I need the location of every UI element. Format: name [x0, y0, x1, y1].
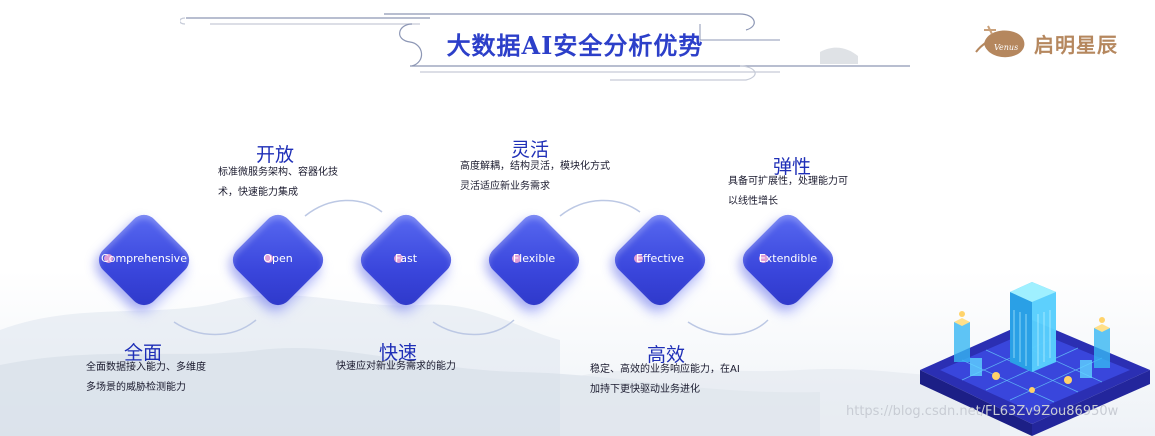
label-dot-icon [264, 254, 273, 263]
node-fast: Fast [350, 208, 460, 321]
node-extendible: Extendible [732, 208, 842, 321]
title-decoration [180, 13, 910, 81]
connector-arc [304, 199, 383, 217]
connector-arc [687, 319, 769, 336]
desc-line: 具备可扩展性，处理能力可 [728, 176, 848, 187]
connector-arc [559, 199, 641, 217]
node-comprehensive: Comprehensive [88, 208, 198, 321]
desc-line: 高度解耦，结构灵活，模块化方式 [460, 161, 610, 172]
heading-comprehensive: 全面 [124, 342, 163, 364]
watermark: https://blog.csdn.net/FL63Zv9Zou86950w [846, 404, 1119, 419]
brand-logo: Venus 启明星辰 [974, 22, 1124, 64]
node-label-flexible: Flexible [512, 252, 556, 265]
heading-fast: 快速 [379, 342, 418, 364]
node-label-extendible: Extendible [758, 252, 818, 265]
node-effective: Effective [604, 208, 714, 321]
node-open: Open [222, 208, 332, 321]
desc-open: 标准微服务架构、容器化技 术，快速能力集成 [218, 163, 338, 203]
node-label-comprehensive: Comprehensive [101, 252, 187, 265]
heading-extendible: 弹性 [773, 156, 812, 178]
desc-line: 多场景的威胁检测能力 [86, 382, 186, 393]
label-dot-icon [634, 254, 643, 263]
desc-line: 术，快速能力集成 [218, 187, 298, 198]
desc-flexible: 高度解耦，结构灵活，模块化方式 灵活适应新业务需求 [460, 157, 610, 197]
desc-line: 加持下更快驱动业务进化 [590, 384, 700, 395]
desc-line: 全面数据接入能力、多维度 [86, 362, 206, 373]
page-title: 大数据AI安全分析优势 [446, 31, 704, 60]
connector-arc [173, 319, 257, 336]
label-dot-icon [759, 254, 768, 263]
connector-arc [432, 319, 515, 336]
logo-text: 启明星辰 [1034, 33, 1118, 57]
svg-text:Venus: Venus [994, 43, 1018, 52]
heading-flexible: 灵活 [511, 139, 550, 161]
node-label-effective: Effective [636, 252, 684, 265]
isometric-datacenter-illustration [920, 282, 1150, 436]
label-dot-icon [394, 254, 403, 263]
desc-line: 灵活适应新业务需求 [460, 181, 550, 192]
label-dot-icon [512, 254, 521, 263]
node-label-open: Open [263, 252, 293, 265]
node-label-fast: Fast [394, 252, 418, 265]
desc-effective: 稳定、高效的业务响应能力，在AI 加持下更快驱动业务进化 [590, 360, 740, 400]
desc-line: 快速应对新业务需求的能力 [336, 361, 456, 372]
desc-fast: 快速应对新业务需求的能力 [336, 357, 456, 377]
desc-extendible: 具备可扩展性，处理能力可 以线性增长 [728, 172, 848, 212]
desc-comprehensive: 全面数据接入能力、多维度 多场景的威胁检测能力 [86, 358, 206, 398]
venus-logo-icon: Venus [975, 25, 1025, 58]
desc-line: 以线性增长 [728, 196, 778, 207]
desc-line: 标准微服务架构、容器化技 [218, 167, 338, 178]
heading-effective: 高效 [647, 344, 686, 366]
node-flexible: Flexible [478, 208, 588, 321]
desc-line: 稳定、高效的业务响应能力，在AI [590, 364, 740, 375]
heading-open: 开放 [256, 144, 295, 166]
label-dot-icon [104, 254, 113, 263]
